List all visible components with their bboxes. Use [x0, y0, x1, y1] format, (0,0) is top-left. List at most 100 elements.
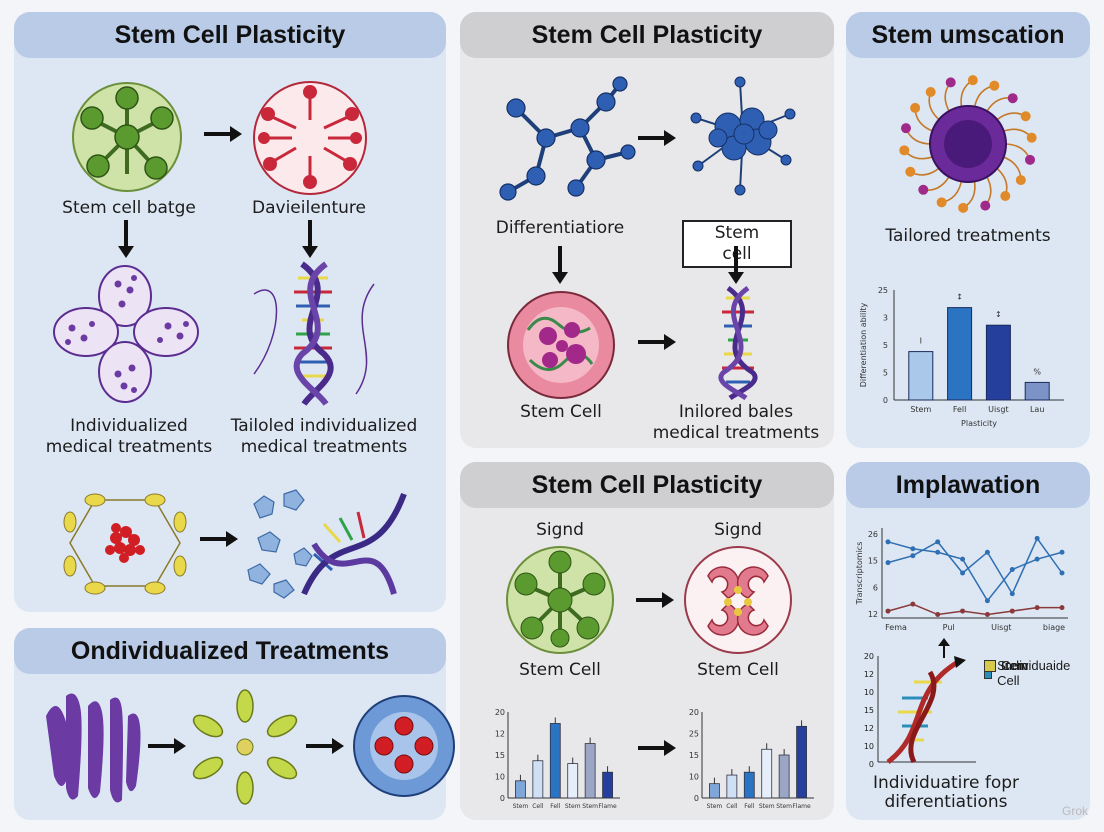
y-tick-label: 0 — [883, 396, 888, 405]
y-tick-label: 10 — [863, 688, 874, 697]
bar — [1024, 381, 1050, 401]
differentiatiore-label: Differentiatiore — [495, 218, 625, 238]
data-point — [1034, 556, 1040, 562]
arrow-down-icon — [552, 246, 568, 284]
x-tick-label: Uisgt — [988, 405, 1008, 414]
data-point — [935, 539, 941, 545]
series-line — [887, 603, 1062, 616]
data-point — [935, 549, 941, 555]
spike-tip — [899, 145, 910, 156]
pink-receptor-cell-icon — [684, 546, 792, 654]
x-tick-label: Cell — [726, 803, 738, 810]
spike-tip — [958, 202, 969, 213]
bar — [549, 723, 561, 799]
spike-tip — [967, 75, 978, 86]
signd-left-label: Signd — [536, 520, 584, 540]
data-point — [1059, 605, 1065, 611]
arrow-right-icon — [638, 740, 676, 756]
arrow-down-icon — [728, 246, 744, 284]
y-tick-label: 25 — [878, 286, 888, 295]
panel-title: Stem Cell Plasticity — [460, 12, 834, 58]
panel-top-middle: Stem Cell Plasticity Differentiatiore St… — [460, 12, 834, 448]
spike-tip — [945, 77, 956, 88]
bar — [726, 774, 738, 799]
data-point — [910, 553, 916, 559]
panel-title: Stem umscation — [846, 12, 1090, 58]
bar — [515, 780, 526, 799]
arrow-right-icon — [638, 130, 676, 146]
data-point — [984, 598, 990, 604]
legend-label: Individuaide — [1001, 658, 1071, 673]
legend-swatch — [984, 659, 996, 672]
x-tick-label: Lau — [1030, 405, 1044, 414]
stem-cell-left-label: Stem Cell — [519, 660, 601, 680]
x-tick-label: Cell — [532, 803, 544, 810]
legend-label: Cem — [1001, 658, 1029, 673]
blue-sphere-cell-icon — [353, 695, 455, 797]
spike-tip — [1026, 132, 1037, 143]
y-tick-label: 3 — [883, 314, 888, 323]
panel-title: Implawation — [846, 462, 1090, 508]
bar-annotation: ↕ — [995, 310, 1002, 319]
data-point — [1059, 570, 1065, 576]
data-point — [1009, 567, 1015, 573]
green-stem-cell-icon — [506, 546, 614, 654]
panel-title: Stem Cell Plasticity — [14, 12, 446, 58]
green-stem-cell-icon — [72, 82, 182, 192]
blue-molecule-icon — [499, 76, 636, 201]
yellow-star-cell-icon — [192, 689, 298, 805]
legend-item: Stem Cell — [984, 658, 1031, 688]
x-tick-label: Fell — [744, 803, 754, 810]
spike-tip — [936, 197, 947, 208]
y-tick-label: 20 — [689, 708, 699, 717]
bar-annotation: I — [920, 337, 922, 346]
y-tick-label: 0 — [500, 794, 505, 803]
bar — [761, 748, 773, 799]
x-tick-label: Stem — [565, 803, 581, 810]
individuatire-label: Individuatire fopr diferentiations — [872, 773, 1020, 812]
series-line — [887, 541, 1063, 603]
data-point — [910, 601, 916, 607]
data-point — [935, 612, 941, 618]
data-point — [1009, 591, 1015, 597]
bar-annotation: % — [1033, 367, 1041, 376]
panel-top-left: Stem Cell Plasticity Stem cell ba — [14, 12, 446, 612]
bar — [947, 307, 973, 401]
plasticity-bar-chart: 253550IStem↕Fell↕Uisgt%LauPlasticityDiff… — [859, 286, 1064, 428]
signd-right-label: Signd — [714, 520, 762, 540]
y-tick-label: 12 — [863, 670, 874, 679]
arrow-right-icon — [638, 334, 676, 350]
spike-tip — [980, 200, 991, 211]
bar — [908, 351, 934, 401]
spike-tip — [900, 123, 911, 134]
bar — [602, 771, 613, 799]
data-point — [960, 556, 966, 562]
x-tick-label: Stem — [776, 803, 792, 810]
spike-tip — [910, 102, 921, 113]
x-tick-label: Stem — [707, 803, 723, 810]
red-cell-icon — [253, 81, 367, 195]
arrow-right-icon — [148, 738, 186, 754]
arrow-right-icon — [636, 592, 674, 608]
y-tick-label: 15 — [495, 751, 505, 760]
x-tick-label: Fell — [953, 405, 967, 414]
data-point — [1034, 535, 1040, 541]
arrow-right-icon — [204, 126, 242, 142]
arrow-down-icon — [302, 220, 318, 258]
bar — [532, 760, 544, 799]
y-tick-label: 25 — [689, 730, 699, 739]
protein-dna-icon — [247, 489, 407, 599]
watermark: Grok — [1061, 804, 1088, 818]
x-tick-label: Uisgt — [991, 623, 1011, 632]
y-tick-label: 5 — [883, 369, 888, 378]
stem-cell-mid-label: Stem Cell — [520, 402, 602, 422]
x-tick-label: Pul — [943, 623, 955, 632]
x-tick-label: Stem — [759, 803, 775, 810]
y-tick-label: 6 — [873, 583, 878, 592]
arrow-down-icon — [118, 220, 134, 258]
legend-label: Stem Cell — [997, 658, 1028, 688]
purple-network-icon — [53, 265, 199, 403]
